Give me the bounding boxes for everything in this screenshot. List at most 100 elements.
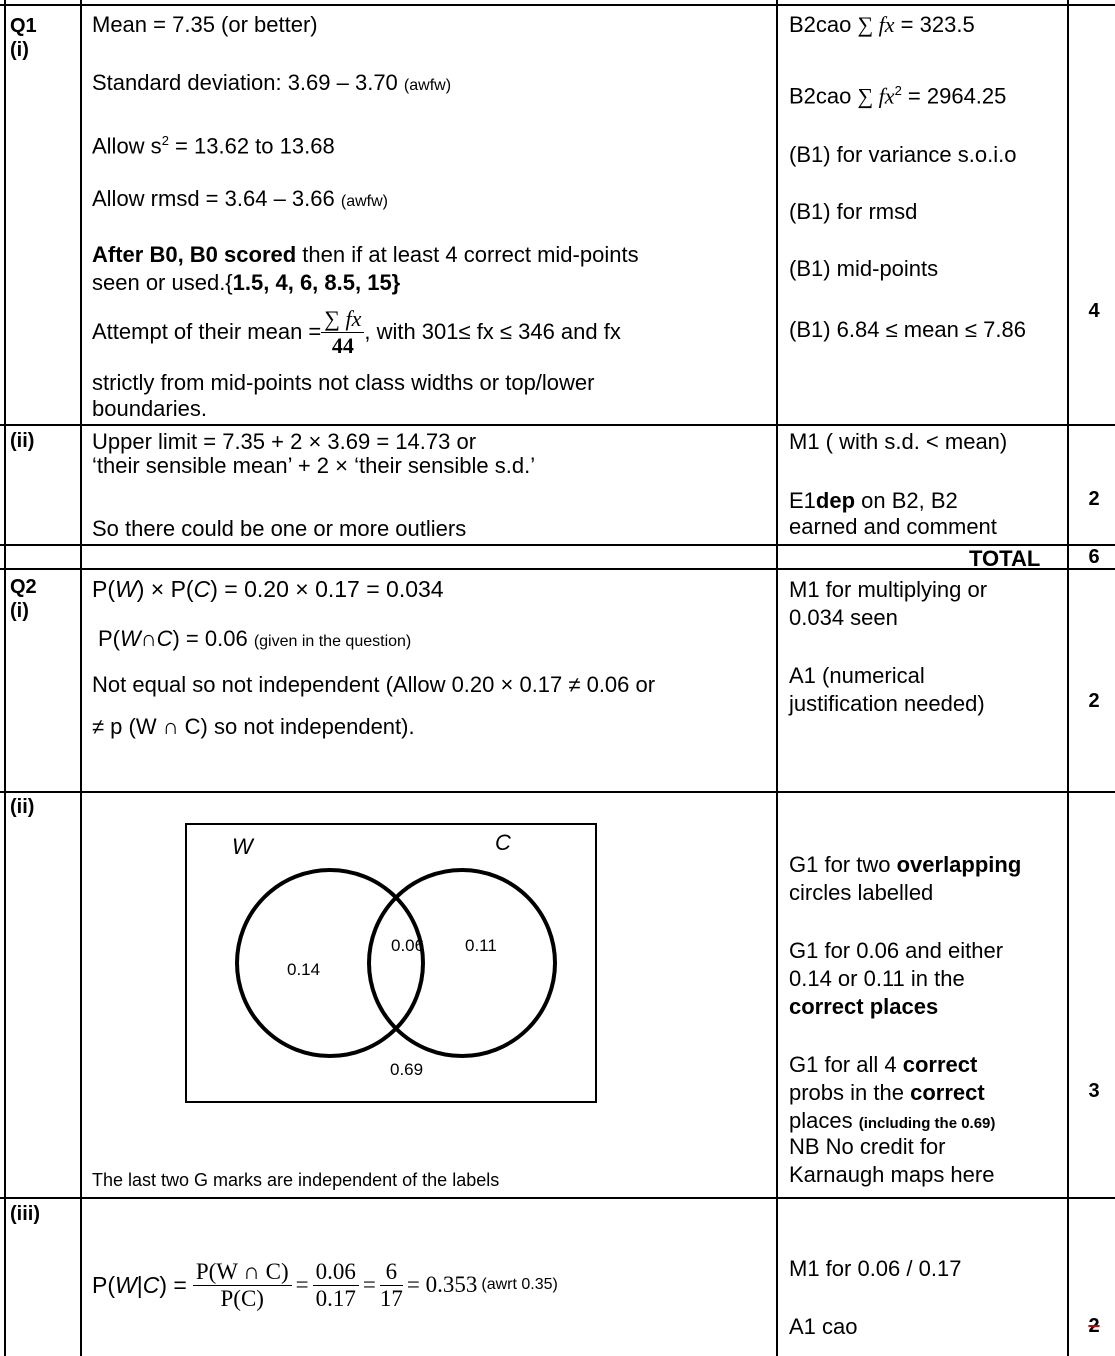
rule-q1i-bottom xyxy=(0,424,1115,426)
q1ii-line1: Upper limit = 7.35 + 2 × 3.69 = 14.73 or xyxy=(92,429,477,454)
q2iii-fraction-integer: 6 17 xyxy=(379,1258,403,1311)
q1-sd-text: Standard deviation: 3.69 – 3.70 xyxy=(92,70,398,95)
q2-marks: 2 xyxy=(1088,690,1100,712)
q1ii-mark-e1-line2: earned and comment xyxy=(789,514,997,539)
q2-mark-m1: M1 for multiplying or xyxy=(789,577,988,602)
q1-frac-den: 44 xyxy=(331,332,354,358)
q1-after-bold: After B0, B0 scored xyxy=(92,242,297,267)
q1-mark-b2-sumfx: B2cao ∑ fx = 323.5 xyxy=(789,12,975,37)
q1-s2-prefix: Allow s xyxy=(92,133,162,159)
rule-q2i-bottom xyxy=(0,791,1115,793)
q2iii-fraction-decimal: 0.06 0.17 xyxy=(312,1259,359,1312)
venn-value-outside: 0.69 xyxy=(390,1060,424,1079)
rule-q2ii-bottom xyxy=(0,1197,1115,1199)
rule-q1ii-bottom xyxy=(0,544,1115,546)
q2iii-mark-m1: M1 for 0.06 / 0.17 xyxy=(789,1256,962,1281)
q2-mark-m1-line2: 0.034 seen xyxy=(789,605,898,630)
q1-mean-fraction: ∑ fx 44 xyxy=(321,306,365,359)
q1-after: After B0, B0 scored then if at least 4 c… xyxy=(92,242,639,268)
q1-s2-sup: 2 xyxy=(161,133,169,148)
venn-label-c: C xyxy=(495,830,511,855)
q1-boundaries: boundaries. xyxy=(92,396,207,421)
q2ii-mark-g1-overlap-line2: circles labelled xyxy=(789,880,934,905)
venn-diagram xyxy=(185,823,597,1103)
q2-part-i-label: (i) xyxy=(10,600,29,622)
total-value: 6 xyxy=(1088,546,1100,568)
q2iii-result: = 0.353 xyxy=(406,1272,478,1297)
q1-variance: Allow s2 = 13.62 to 13.68 xyxy=(92,128,335,159)
q2-mark-a1-line2: justification needed) xyxy=(789,691,985,716)
q2iii-fraction-prob: P(W ∩ C) P(C) xyxy=(192,1259,292,1312)
rule-total-bottom xyxy=(0,568,1115,570)
q1-strictly: strictly from mid-points not class width… xyxy=(92,370,595,395)
q1-frac-num: ∑ fx xyxy=(321,306,365,333)
q1-total-marks: 4 xyxy=(1088,300,1100,322)
q2ii-mark-g1-places-line2: 0.14 or 0.11 in the xyxy=(789,966,965,991)
q2iii-calculation: P(W|C) = P(W ∩ C) P(C) = 0.06 0.17 = 6 1… xyxy=(92,1258,558,1312)
q2-line3: Not equal so not independent (Allow 0.20… xyxy=(92,672,656,697)
venn-value-w-only: 0.14 xyxy=(287,960,321,979)
q1-midpoints: 1.5, 4, 6, 8.5, 15} xyxy=(232,270,401,295)
q1-rmsd-awfw: (awfw) xyxy=(340,193,388,210)
q1-mark-b1-variance: (B1) for variance s.o.i.o xyxy=(789,142,1017,167)
q2ii-mark-nb: NB No credit for xyxy=(789,1134,946,1159)
q2ii-mark-g1-all4-line3: places (including the 0.69) xyxy=(789,1108,996,1133)
q1-part-i-label: (i) xyxy=(10,39,29,61)
venn-circle-w xyxy=(235,868,425,1058)
q1-mark-b1-mean-range: (B1) 6.84 ≤ mean ≤ 7.86 xyxy=(789,317,1026,342)
q2ii-note: The last two G marks are independent of … xyxy=(92,1170,500,1190)
rule-left xyxy=(4,0,6,1356)
q2ii-mark-nb-line2: Karnaugh maps here xyxy=(789,1162,995,1187)
q2-line1: P(W) × P(C) = 0.20 × 0.17 = 0.034 xyxy=(92,576,444,602)
q2ii-mark-g1-places: G1 for 0.06 and either xyxy=(789,938,1004,963)
q1-rmsd: Allow rmsd = 3.64 – 3.66 (awfw) xyxy=(92,186,388,215)
q1-label: Q1 xyxy=(10,15,37,37)
q1-seen: seen or used.{1.5, 4, 6, 8.5, 15} xyxy=(92,270,400,296)
total-label: TOTAL xyxy=(969,546,1041,571)
q1ii-line3: So there could be one or more outliers xyxy=(92,516,467,541)
q1-after-rest: then if at least 4 correct mid-points xyxy=(296,242,639,267)
q2ii-mark-g1-all4: G1 for all 4 correct xyxy=(789,1052,978,1077)
q1-s2-suffix: = 13.62 to 13.68 xyxy=(168,133,335,159)
q2-label: Q2 xyxy=(10,576,37,598)
rule-marks-col xyxy=(1067,0,1069,1356)
q1-mean: Mean = 7.35 (or better) xyxy=(92,12,318,37)
q2ii-label: (ii) xyxy=(10,796,35,818)
venn-value-intersection: 0.06 xyxy=(391,936,425,955)
q1ii-mark-m1: M1 ( with s.d. < mean) xyxy=(789,429,1008,454)
rule-answer-col xyxy=(776,0,778,1356)
q1-sd-awfw: (awfw) xyxy=(403,77,452,94)
q1-attempt-suffix: , with 301≤ fx ≤ 346 and fx xyxy=(364,319,621,344)
q1-attempt: Attempt of their mean = ∑ fx 44 , with 3… xyxy=(92,302,621,362)
q2ii-mark-g1-all4-line2: probs in the correct xyxy=(789,1080,985,1105)
q1-mark-b2-sumfx2: B2cao ∑ fx2 = 2964.25 xyxy=(789,83,1007,109)
q1ii-mark-e1: E1dep on B2, B2 xyxy=(789,488,958,513)
q1-sd: Standard deviation: 3.69 – 3.70 (awfw) xyxy=(92,70,451,99)
venn-universal-set xyxy=(185,823,597,1103)
rule-top xyxy=(0,4,1115,6)
q2-line2: P(W∩C) = 0.06 (given in the question) xyxy=(98,626,412,651)
q2-line4: ≠ p (W ∩ C) so not independent). xyxy=(92,714,415,739)
q2iii-mark-a1: A1 cao xyxy=(789,1314,858,1339)
q1-mark-sum-symbol: ∑ fx xyxy=(857,12,895,37)
q2-mark-a1: A1 (numerical xyxy=(789,663,925,688)
q2ii-mark-g1-overlap: G1 for two overlapping xyxy=(789,852,1022,877)
q2iii-label: (iii) xyxy=(10,1203,40,1225)
q1-rmsd-text: Allow rmsd = 3.64 – 3.66 xyxy=(92,186,335,211)
q1-mark-b1-midpoints: (B1) mid-points xyxy=(789,256,939,281)
q1-mark-b1-rmsd: (B1) for rmsd xyxy=(789,199,918,224)
q2ii-mark-g1-places-line3: correct places xyxy=(789,994,939,1019)
q1-attempt-prefix: Attempt of their mean = xyxy=(92,319,322,344)
q2ii-marks: 3 xyxy=(1088,1080,1100,1102)
q1-seen-text: seen or used.{ xyxy=(92,270,233,295)
q1ii-label: (ii) xyxy=(10,430,35,452)
q2iii-marks: 2 xyxy=(1088,1315,1100,1337)
q2iii-awrt: (awrt 0.35) xyxy=(481,1276,558,1293)
rule-label-col xyxy=(80,0,82,1356)
q1-mark-sum2-symbol: ∑ fx xyxy=(857,83,895,109)
venn-label-w: W xyxy=(232,834,253,859)
venn-circle-c xyxy=(367,868,557,1058)
q1ii-line2: ‘their sensible mean’ + 2 × ‘their sensi… xyxy=(92,453,536,478)
venn-value-c-only: 0.11 xyxy=(465,936,497,955)
